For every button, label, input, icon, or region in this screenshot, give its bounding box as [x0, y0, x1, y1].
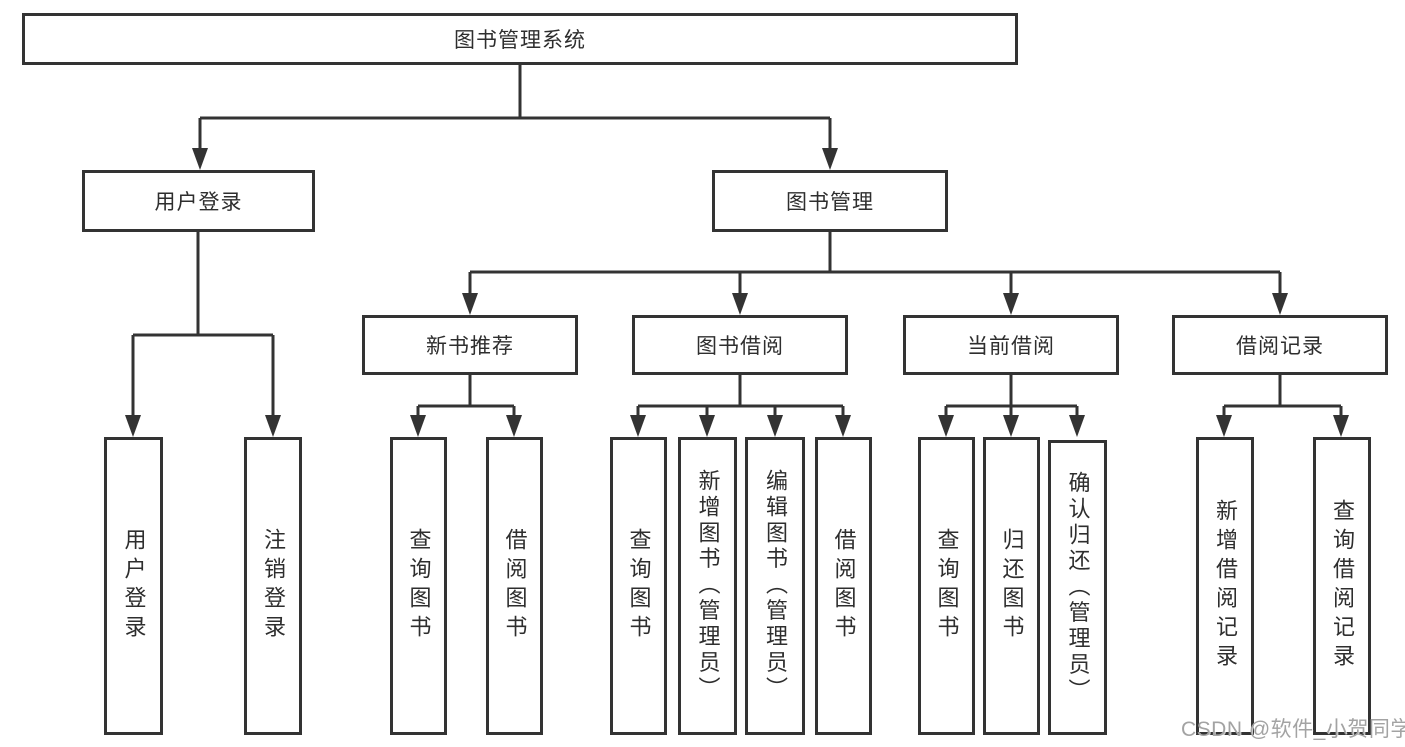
- leaf-borrow-books: 借阅图书: [815, 437, 872, 735]
- leaf-borrow-books-recommend: 借阅图书: [486, 437, 543, 735]
- arrowhead-icon: [125, 415, 141, 437]
- connector-new-book-recommend: [410, 375, 522, 437]
- connector-root-to-level1: [192, 65, 838, 170]
- arrowhead-icon: [835, 415, 851, 437]
- connector-borrow-records: [1216, 375, 1349, 437]
- arrowhead-icon: [1216, 415, 1232, 437]
- arrowhead-icon: [1003, 293, 1019, 315]
- leaf-query-borrow-record: 查询借阅记录: [1313, 437, 1371, 735]
- arrowhead-icon: [1272, 293, 1288, 315]
- node-user-login: 用户登录: [82, 170, 315, 232]
- arrowhead-icon: [732, 293, 748, 315]
- connector-user-login: [125, 232, 281, 437]
- node-current-borrow: 当前借阅: [903, 315, 1119, 375]
- arrowhead-icon: [767, 415, 783, 437]
- arrowhead-icon: [938, 415, 954, 437]
- node-new-book-recommend: 新书推荐: [362, 315, 578, 375]
- arrowhead-icon: [822, 148, 838, 170]
- arrowhead-icon: [630, 415, 646, 437]
- leaf-add-books-admin: 新增图书（管理员）: [678, 437, 737, 735]
- node-book-management: 图书管理: [712, 170, 948, 232]
- leaf-query-books-borrow: 查询图书: [610, 437, 667, 735]
- connector-book-management: [462, 232, 1288, 315]
- leaf-user-login: 用户登录: [104, 437, 163, 735]
- leaf-confirm-return-admin: 确认归还（管理员）: [1048, 440, 1107, 735]
- arrowhead-icon: [462, 293, 478, 315]
- arrowhead-icon: [192, 148, 208, 170]
- arrowhead-icon: [1069, 415, 1085, 437]
- node-borrow-records: 借阅记录: [1172, 315, 1388, 375]
- connector-book-borrow: [630, 375, 851, 437]
- arrowhead-icon: [265, 415, 281, 437]
- leaf-query-books-recommend: 查询图书: [390, 437, 447, 735]
- arrowhead-icon: [506, 415, 522, 437]
- arrowhead-icon: [1333, 415, 1349, 437]
- arrowhead-icon: [699, 415, 715, 437]
- arrowhead-icon: [1003, 415, 1019, 437]
- leaf-query-books-current: 查询图书: [918, 437, 975, 735]
- node-library-system: 图书管理系统: [22, 13, 1018, 65]
- leaf-logout: 注销登录: [244, 437, 302, 735]
- connector-current-borrow: [938, 375, 1085, 437]
- watermark: CSDN @软件_小贺同学: [1181, 718, 1405, 741]
- arrowhead-icon: [410, 415, 426, 437]
- node-book-borrow: 图书借阅: [632, 315, 848, 375]
- leaf-edit-books-admin: 编辑图书（管理员）: [745, 437, 805, 735]
- leaf-return-books: 归还图书: [983, 437, 1040, 735]
- leaf-add-borrow-record: 新增借阅记录: [1196, 437, 1254, 735]
